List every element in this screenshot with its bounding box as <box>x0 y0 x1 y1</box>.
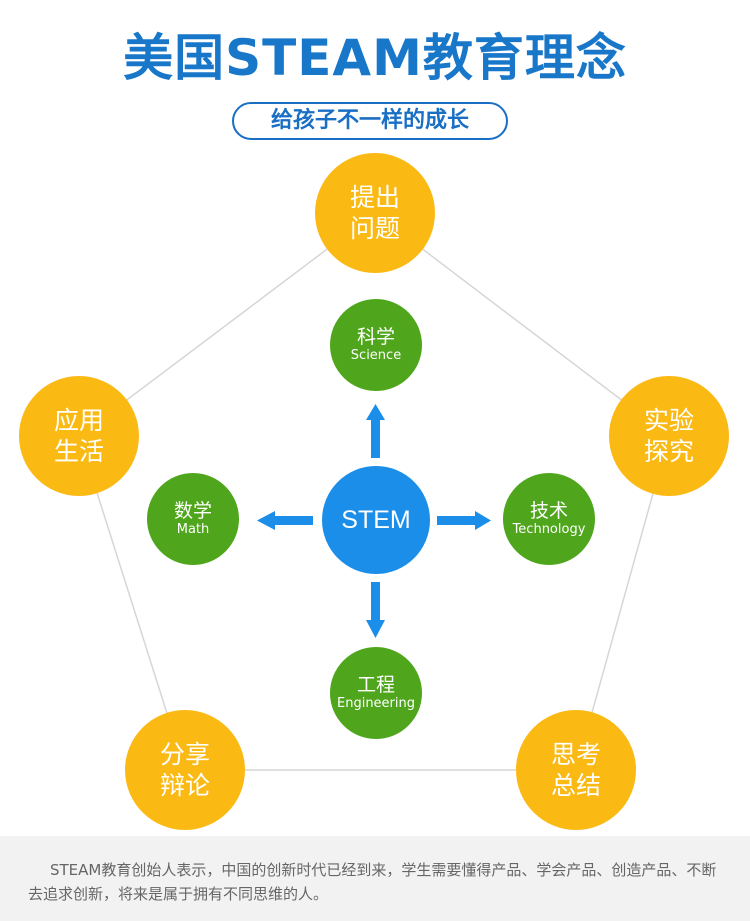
node-math-cn: 数学 <box>173 500 212 522</box>
node-engineering: 工程 Engineering <box>330 647 422 739</box>
node-science-en: Science <box>350 348 402 363</box>
node-ask-questions-line2: 问题 <box>349 214 400 243</box>
subtitle-badge: 给孩子不一样的成长 <box>232 102 508 140</box>
node-engineering-en: Engineering <box>337 696 415 711</box>
node-experiment-explore-line1: 实验 <box>643 406 694 435</box>
node-think-summarize-line2: 总结 <box>550 771 601 800</box>
node-share-debate-line1: 分享 <box>159 740 210 769</box>
arrow-down-icon <box>366 582 385 638</box>
node-think-summarize: 思考 总结 <box>516 710 636 830</box>
node-share-debate: 分享 辩论 <box>125 710 245 830</box>
arrow-up-icon <box>366 404 385 458</box>
node-ask-questions: 提出 问题 <box>315 153 435 273</box>
node-ask-questions-line1: 提出 <box>349 183 400 212</box>
node-share-debate-line2: 辩论 <box>159 771 210 800</box>
node-apply-life: 应用 生活 <box>19 376 139 496</box>
node-experiment-explore-line2: 探究 <box>643 437 694 466</box>
arrow-left-icon <box>257 511 313 530</box>
footer-text: STEAM教育创始人表示，中国的创新时代已经到来，学生需要懂得产品、学会产品、创… <box>28 861 717 903</box>
node-technology-en: Technology <box>512 522 586 537</box>
arrow-right-icon <box>437 511 491 530</box>
node-apply-life-line1: 应用 <box>53 406 104 435</box>
node-math: 数学 Math <box>147 473 239 565</box>
node-think-summarize-line1: 思考 <box>550 740 601 769</box>
node-apply-life-line2: 生活 <box>53 437 104 466</box>
node-technology-cn: 技术 <box>529 500 568 522</box>
node-math-en: Math <box>176 522 210 537</box>
node-engineering-cn: 工程 <box>356 674 395 696</box>
footer-panel: STEAM教育创始人表示，中国的创新时代已经到来，学生需要懂得产品、学会产品、创… <box>0 836 750 921</box>
connector-top-right <box>374 212 670 437</box>
page-title: 美国STEAM教育理念 <box>123 29 627 87</box>
node-science: 科学 Science <box>330 299 422 391</box>
connector-left-top <box>78 212 376 437</box>
node-experiment-explore: 实验 探究 <box>609 376 729 496</box>
node-stem-center: STEM <box>322 466 430 574</box>
node-technology: 技术 Technology <box>503 473 595 565</box>
node-science-cn: 科学 <box>356 326 395 348</box>
